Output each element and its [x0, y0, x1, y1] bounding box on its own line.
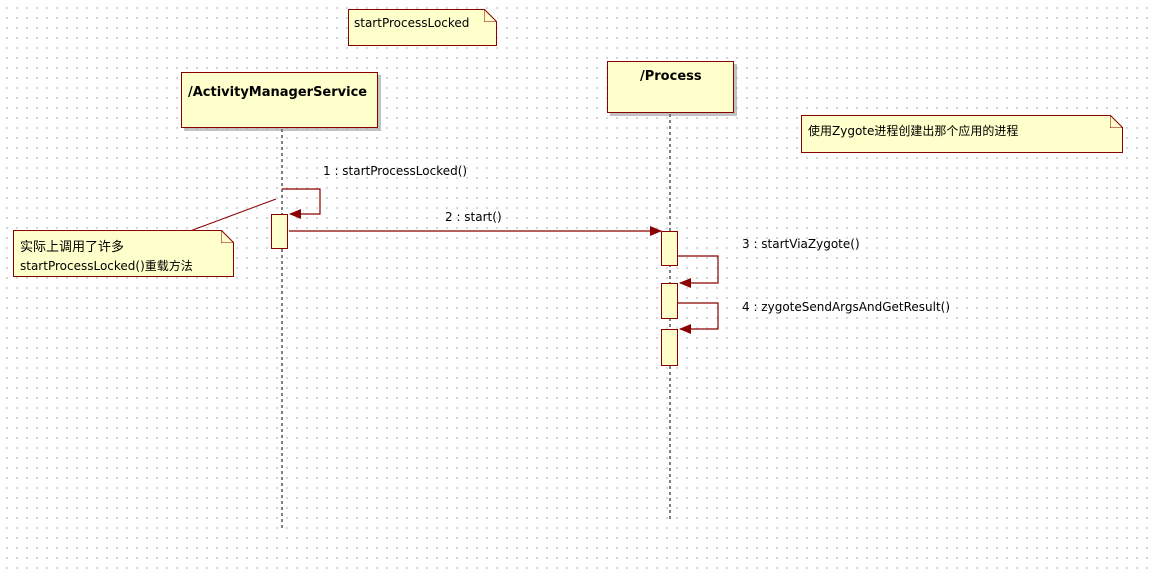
activation-process-3[interactable]: [661, 329, 678, 366]
lifeline-process-label: /Process: [640, 69, 702, 84]
lifeline-ams-label: /ActivityManagerService: [188, 85, 368, 100]
note-fold-icon: [484, 9, 497, 22]
message-2-label: 2 : start(): [445, 210, 502, 224]
note-top[interactable]: startProcessLocked: [348, 9, 497, 46]
message-3-label: 3 : startViaZygote(): [742, 237, 860, 251]
message-1-label: 1 : startProcessLocked(): [323, 164, 468, 178]
message-4-arrow: [678, 302, 719, 334]
lifeline-process[interactable]: /Process: [607, 61, 734, 113]
note-right-text: 使用Zygote进程创建出那个应用的进程: [808, 124, 1019, 138]
activation-process-1[interactable]: [661, 231, 678, 266]
activation-ams[interactable]: [271, 214, 288, 249]
note-fold-icon: [1110, 115, 1123, 128]
note-right[interactable]: 使用Zygote进程创建出那个应用的进程: [801, 115, 1123, 153]
message-3-arrow: [678, 255, 719, 288]
note-fold-icon: [221, 230, 234, 243]
lifeline-activitymanagerservice[interactable]: /ActivityManagerService: [181, 72, 378, 128]
note-left-line1: 实际上调用了许多: [20, 240, 125, 255]
message-1-arrow: [282, 188, 321, 219]
message-4-label: 4 : zygoteSendArgsAndGetResult(): [742, 300, 951, 314]
activation-process-2[interactable]: [661, 283, 678, 319]
note-top-text: startProcessLocked: [354, 16, 470, 30]
note-left-line2: startProcessLocked()重载方法: [20, 259, 193, 273]
note-left[interactable]: 实际上调用了许多 startProcessLocked()重载方法: [13, 230, 234, 277]
note-anchor-line: [181, 198, 277, 235]
